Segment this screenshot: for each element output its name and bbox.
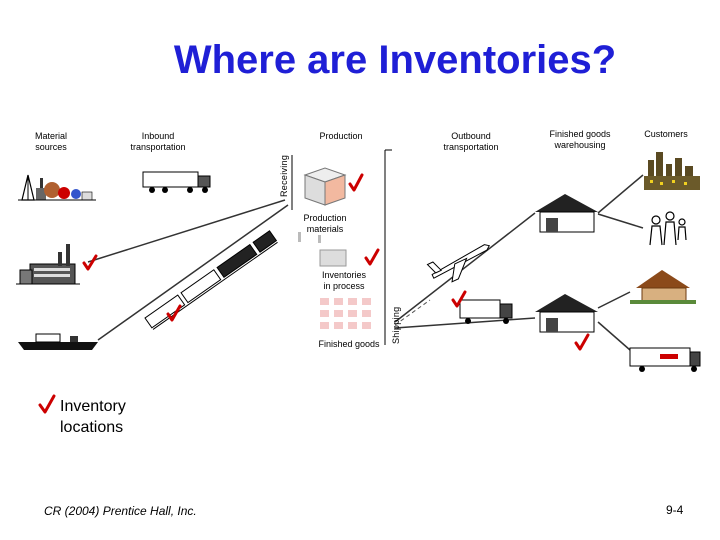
- check-finished-goods: [451, 290, 467, 308]
- receiving-label: Receiving: [279, 154, 289, 197]
- legend-inventory-locations: Inventory locations: [60, 398, 126, 436]
- column-production: Production: [319, 131, 363, 141]
- column-customers: Customers: [644, 129, 688, 139]
- warehouse-icon-bottom: [535, 294, 598, 333]
- column-finished-goods-warehousing: Finished goods warehousing: [549, 129, 611, 150]
- check-production-materials: [348, 173, 364, 192]
- inventories-in-process-label: Inventories in process: [321, 270, 367, 291]
- check-train: [166, 304, 182, 322]
- check-legend: [38, 394, 56, 414]
- ship-icon: [18, 333, 98, 350]
- column-inbound-transportation: Inbound transportation: [130, 131, 186, 152]
- material-sources-icon: [18, 174, 96, 201]
- city-icon: [644, 152, 700, 190]
- production-materials-icon: [298, 167, 347, 243]
- flow-lines: [87, 174, 644, 351]
- people-icon: [649, 211, 687, 246]
- supplier-factory-icon: [16, 244, 80, 285]
- footer-credit: CR (2004) Prentice Hall, Inc.: [44, 504, 197, 518]
- inventory-checkmarks: [38, 173, 590, 414]
- column-outbound-transportation: Outbound transportation: [443, 131, 499, 152]
- page-number: 9-4: [666, 503, 684, 517]
- wip-icon: [319, 249, 347, 267]
- finished-goods-label: Finished goods: [318, 339, 380, 349]
- airplane-icon: [426, 244, 491, 283]
- production-box: [291, 149, 392, 345]
- page-title: Where are Inventories?: [173, 38, 617, 82]
- house-icon: [630, 270, 696, 304]
- flow-dashes: [394, 299, 431, 326]
- finished-goods-grid: [320, 298, 371, 329]
- inbound-truck-icon: [142, 171, 211, 193]
- shipping-label: Shipping: [391, 306, 401, 344]
- check-warehouse: [574, 333, 590, 351]
- train-icon: [144, 230, 278, 330]
- check-wip: [364, 248, 380, 266]
- production-materials-label: Production materials: [303, 213, 347, 234]
- retail-truck-icon: [629, 347, 701, 372]
- check-inbound: [82, 254, 98, 271]
- column-material-sources: Material sources: [34, 131, 67, 152]
- warehouse-icon-top: [535, 194, 598, 233]
- outbound-truck-icon: [459, 299, 513, 324]
